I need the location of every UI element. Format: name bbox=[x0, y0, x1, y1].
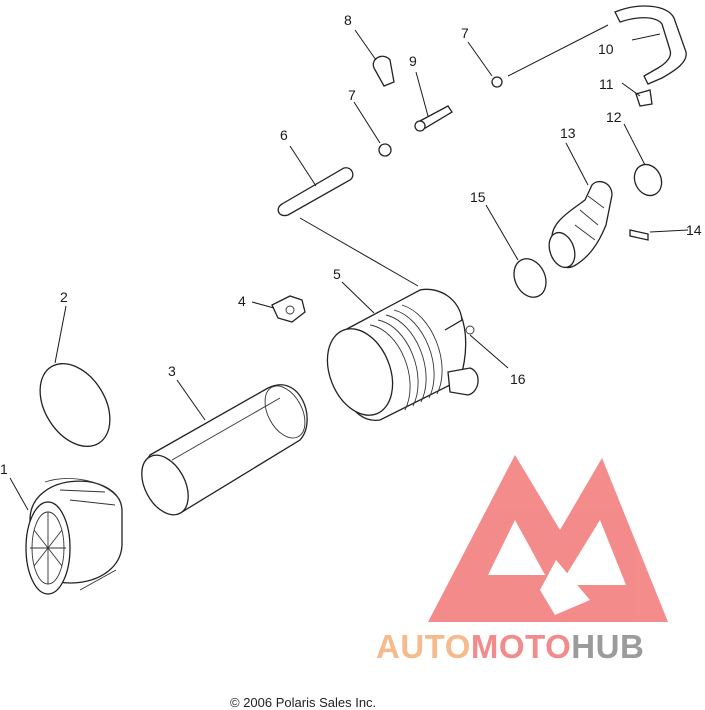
check-valve bbox=[414, 105, 453, 132]
mounting-bracket bbox=[271, 295, 306, 323]
callout-11: 11 bbox=[599, 76, 614, 92]
callout-8: 8 bbox=[344, 12, 352, 28]
callout-16: 16 bbox=[510, 371, 526, 387]
callout-1: 1 bbox=[0, 461, 8, 477]
watermark-brand: AUTOMOTOHUB bbox=[376, 628, 644, 665]
callout-7-upper: 7 bbox=[461, 25, 469, 41]
screw bbox=[629, 229, 649, 241]
hose-fitting bbox=[635, 89, 653, 107]
callout-labels: 1 2 3 4 5 6 7 7 8 9 10 11 12 13 14 15 16 bbox=[0, 12, 702, 477]
callout-5: 5 bbox=[333, 266, 341, 282]
boot-clamp-ring bbox=[513, 258, 547, 298]
clip-clamp bbox=[372, 55, 395, 87]
watermark-logo bbox=[428, 455, 668, 622]
svg-text:AUTOMOTOHUB: AUTOMOTOHUB bbox=[376, 628, 644, 665]
hose-clamp-small-lower bbox=[378, 143, 392, 157]
callout-12: 12 bbox=[606, 109, 622, 125]
filter-seal-gasket bbox=[39, 363, 111, 447]
brand-moto: MOTO bbox=[471, 628, 571, 665]
callout-15: 15 bbox=[470, 189, 486, 205]
breather-hose bbox=[614, 5, 687, 85]
intake-boot bbox=[548, 181, 613, 269]
air-filter-cover bbox=[25, 478, 123, 595]
air-box-housing bbox=[326, 288, 479, 421]
air-filter-element bbox=[141, 384, 308, 516]
callout-9: 9 bbox=[409, 53, 417, 69]
brand-hub: HUB bbox=[571, 628, 644, 665]
brand-auto: AUTO bbox=[376, 628, 471, 665]
callout-13: 13 bbox=[560, 125, 576, 141]
callout-10: 10 bbox=[598, 41, 614, 57]
copyright-text: © 2006 Polaris Sales Inc. bbox=[230, 695, 376, 710]
callout-2: 2 bbox=[60, 289, 68, 305]
callout-3: 3 bbox=[168, 363, 176, 379]
callout-6: 6 bbox=[280, 127, 288, 143]
leader-lines bbox=[9, 24, 689, 511]
hose-clamp-ring bbox=[633, 163, 663, 197]
callout-4: 4 bbox=[238, 293, 246, 309]
callout-7-lower: 7 bbox=[348, 87, 356, 103]
hose-clamp-small-upper bbox=[491, 76, 503, 88]
callout-14: 14 bbox=[686, 222, 702, 238]
breather-tube bbox=[277, 167, 354, 217]
